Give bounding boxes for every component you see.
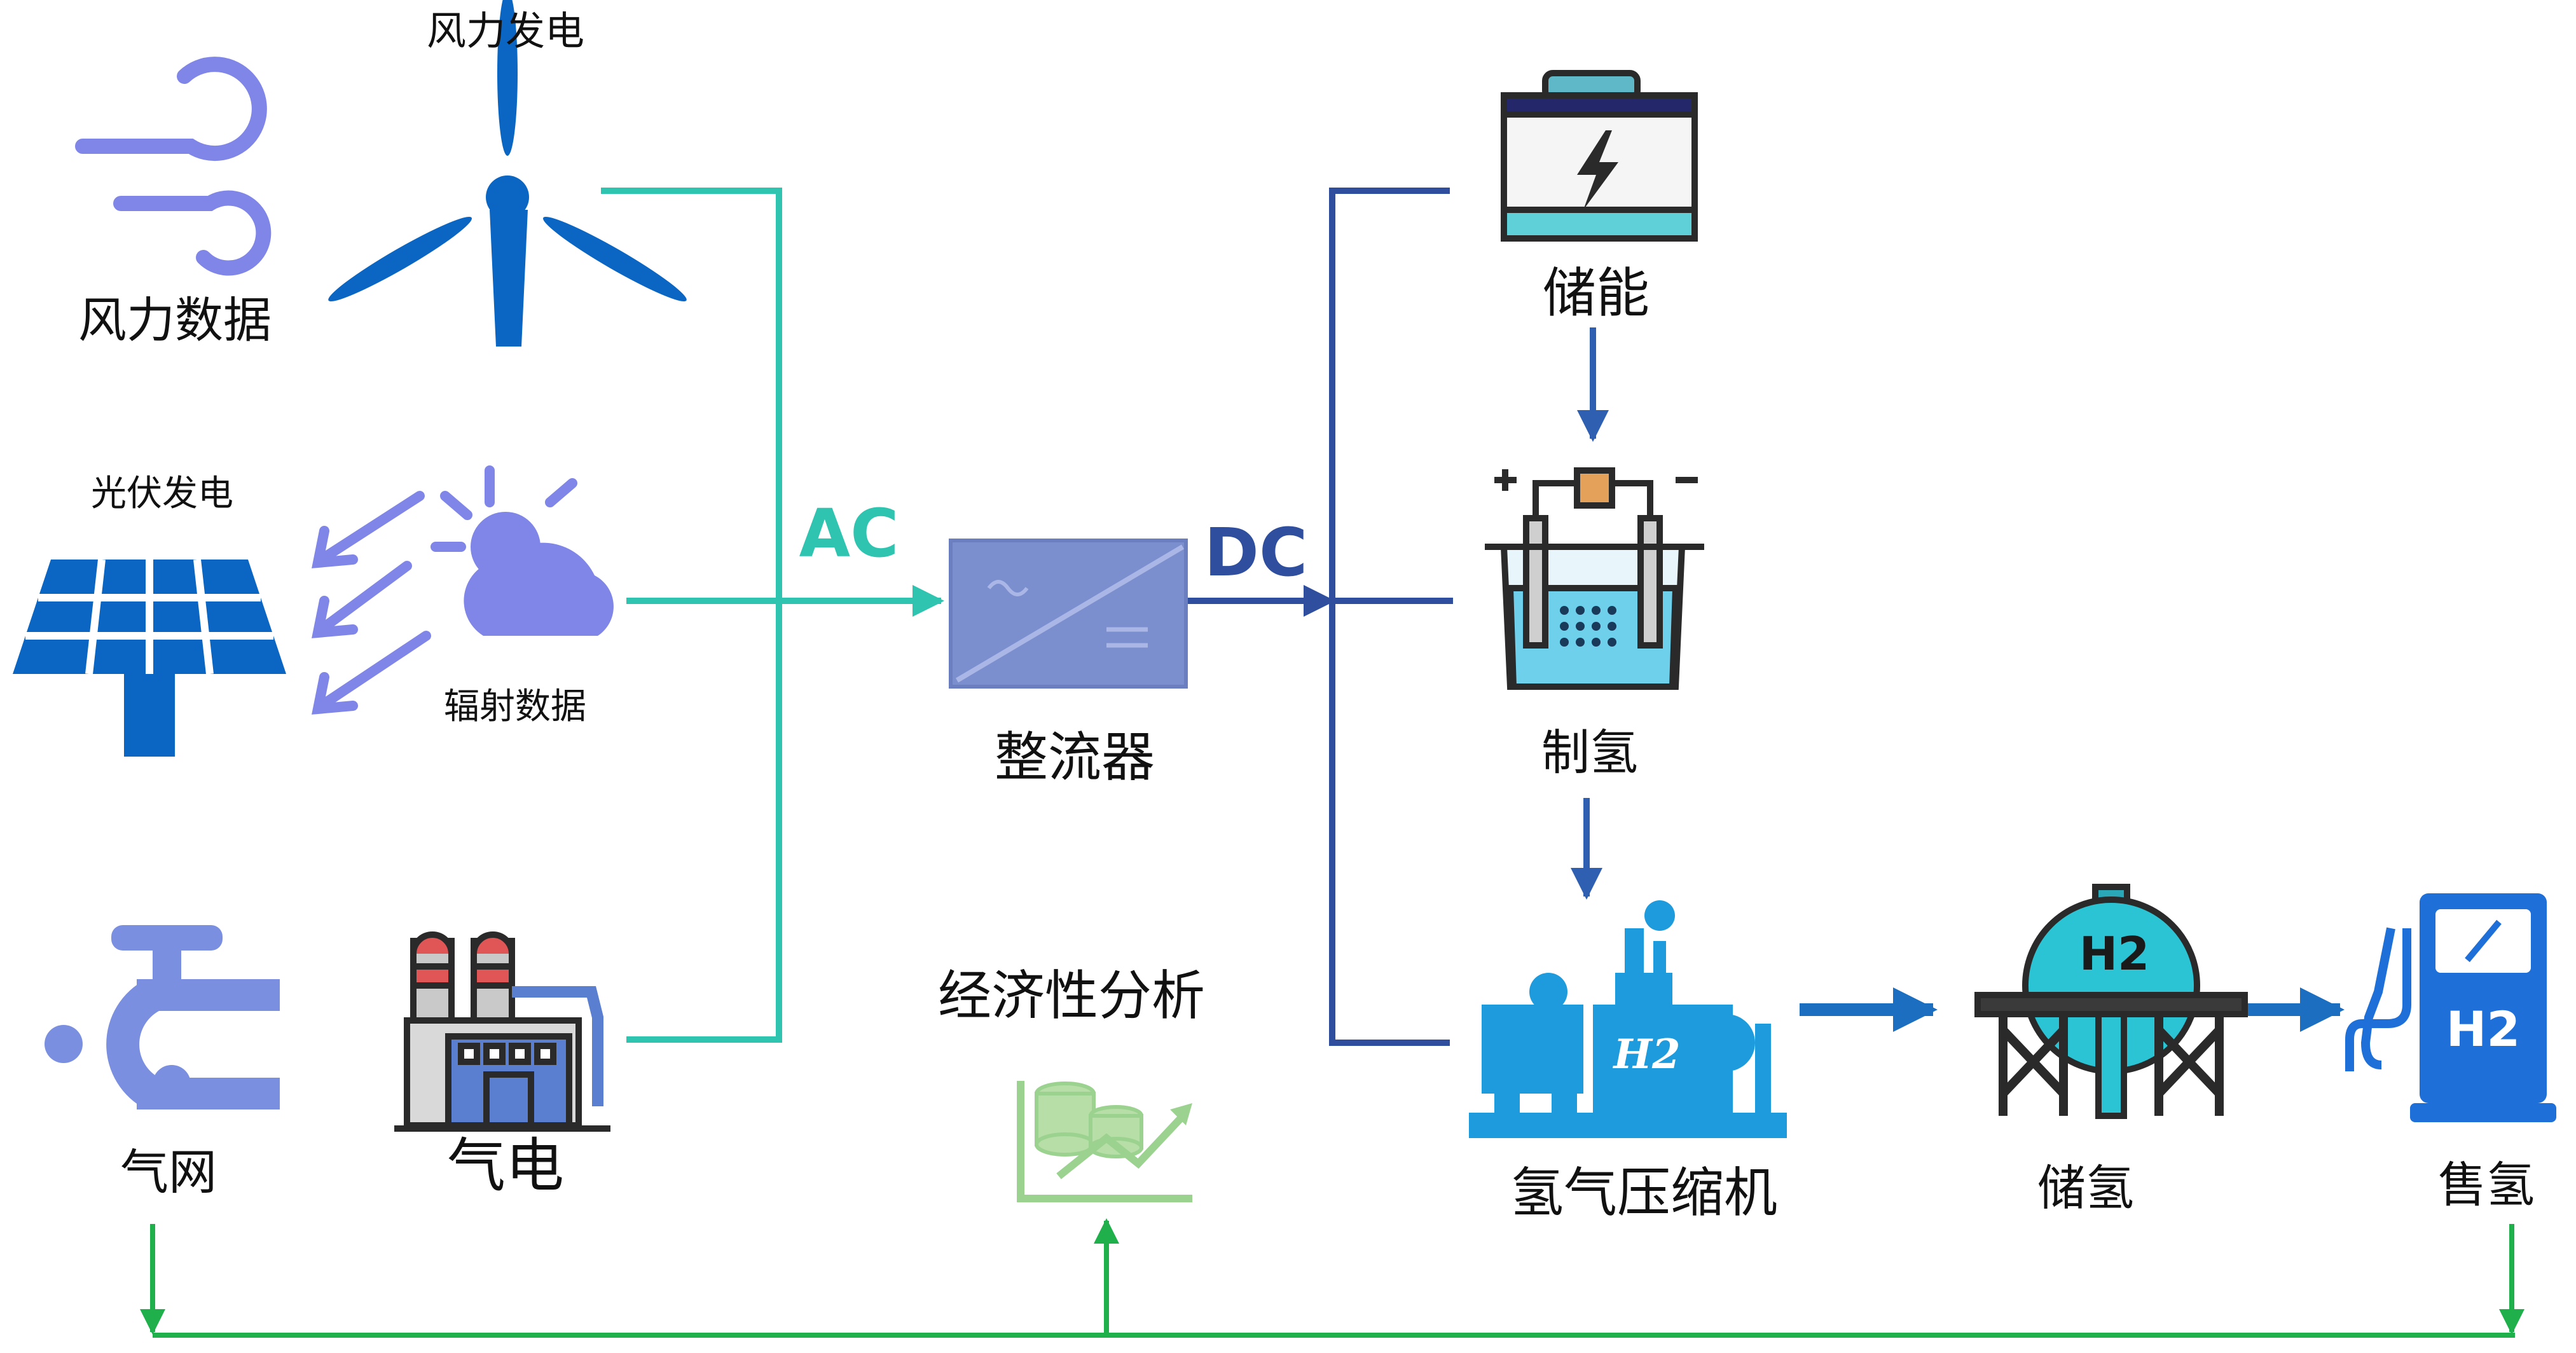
rectifier-icon <box>949 539 1188 689</box>
compressor-h2-text: H2 <box>1613 1031 1681 1078</box>
electrolyzer-icon <box>1485 467 1704 690</box>
hydrogen-production-label: 制氢 <box>1541 724 1638 781</box>
tank-h2-text: H2 <box>2079 927 2149 980</box>
economic-lines <box>140 1218 2524 1338</box>
hydrogen-compressor-label: 氢气压缩机 <box>1510 1162 1777 1224</box>
pump-h2-text: H2 <box>2446 1001 2521 1057</box>
wind-power-label: 风力发电 <box>427 8 584 54</box>
wind-icon <box>75 57 272 276</box>
economic-analysis-icon <box>1017 1081 1192 1202</box>
sun-cloud-icon <box>312 465 614 715</box>
gas-pipe-icon <box>45 925 280 1109</box>
gas-grid-label: 气网 <box>120 1144 217 1200</box>
ac-label: AC <box>799 495 899 572</box>
wind-data-label: 风力数据 <box>78 292 272 348</box>
gas-power-label: 气电 <box>447 1132 564 1200</box>
compressor-icon <box>1469 900 1787 1138</box>
dc-label: DC <box>1204 514 1308 591</box>
hydrogen-sales-label: 售氢 <box>2438 1157 2535 1213</box>
solar-panel-icon <box>13 559 286 757</box>
pv-power-label: 光伏发电 <box>91 473 233 514</box>
wind-turbine-icon <box>328 0 687 347</box>
gas-power-plant-icon <box>394 931 610 1132</box>
energy-storage-label: 储能 <box>1543 262 1650 324</box>
hydrogen-storage-label: 储氢 <box>2037 1160 2134 1216</box>
radiation-data-label: 辐射数据 <box>444 686 586 727</box>
hydrogen-tank-icon <box>1974 884 2248 1119</box>
plus-minus-signs <box>1494 469 1698 491</box>
ac-bus-lines <box>601 188 944 1043</box>
battery-icon <box>1501 70 1698 242</box>
rectifier-label: 整流器 <box>995 726 1155 788</box>
electrolyzer-bubbles <box>1560 606 1616 647</box>
dc-bus-lines <box>1186 188 1453 1046</box>
economic-analysis-label: 经济性分析 <box>938 965 1205 1027</box>
hydrogen-pump-icon <box>2345 893 2556 1122</box>
